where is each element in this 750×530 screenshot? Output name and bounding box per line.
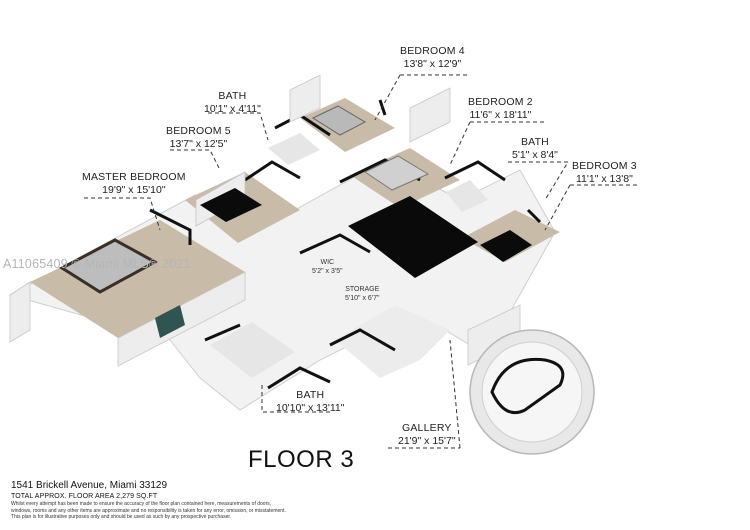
room-dimensions: 10'1" x 4'11" <box>204 103 261 115</box>
room-dimensions: 5'2" x 3'5" <box>312 268 343 275</box>
room-label-bedroom-2: BEDROOM 2 11'6" x 18'11" <box>468 96 533 122</box>
room-label-master-bedroom: MASTER BEDROOM 19'9" x 15'10" <box>82 171 186 197</box>
room-dimensions: 11'1" x 13'8" <box>576 173 633 185</box>
bath-2-floor <box>446 180 488 212</box>
room-dimensions: 13'8" x 12'9" <box>403 58 462 70</box>
room-name: STORAGE <box>345 286 380 293</box>
room-name: BEDROOM 2 <box>468 96 533 108</box>
bath-floor <box>268 133 320 165</box>
spiral-staircase <box>469 329 595 455</box>
room-dimensions: 21'9" x 15'7" <box>398 435 456 447</box>
total-floor-area: TOTAL APPROX. FLOOR AREA 2,279 SQ.FT <box>11 493 158 500</box>
master-bedroom-floor <box>30 220 245 338</box>
disclaimer-line-1: Whilst every attempt has been made to en… <box>11 501 272 507</box>
footer: 1541 Brickell Avenue, Miami 33129 TOTAL … <box>11 480 286 521</box>
hallway-dark-block <box>348 196 478 278</box>
room-label-master-bath: BATH 10'10" x 13'11" <box>276 389 345 415</box>
mls-watermark: A11065409 © Miami MLS® 2021 <box>3 257 191 271</box>
room-dimensions: 10'10" x 13'11" <box>276 402 345 414</box>
room-name: BEDROOM 4 <box>400 45 465 57</box>
bench <box>155 305 185 338</box>
room-label-gallery: GALLERY 21'9" x 15'7" <box>398 422 456 448</box>
room-name: WIC <box>320 259 335 266</box>
property-address: 1541 Brickell Avenue, Miami 33129 <box>11 480 168 491</box>
gallery-floor <box>335 305 450 378</box>
room-dimensions: 13'7" x 12'5" <box>169 138 228 150</box>
room-label-bedroom-4: BEDROOM 4 13'8" x 12'9" <box>400 45 465 71</box>
leader-lines <box>84 74 640 449</box>
room-name: MASTER BEDROOM <box>82 171 186 183</box>
room-name: BEDROOM 5 <box>166 125 231 137</box>
room-name: BEDROOM 3 <box>572 160 637 172</box>
floor-title: FLOOR 3 <box>248 446 355 473</box>
beds <box>59 105 532 294</box>
disclaimer-line-3: This plan is for illustrative purposes o… <box>11 514 232 520</box>
room-dimensions: 11'6" x 18'11" <box>469 109 532 121</box>
room-label-bedroom-3: BEDROOM 3 11'1" x 13'8" <box>572 160 637 186</box>
room-label-bedroom-5: BEDROOM 5 13'7" x 12'5" <box>166 125 231 151</box>
disclaimer-line-2: windows, rooms and any other items are a… <box>11 507 286 514</box>
room-label-storage: STORAGE 5'10" x 6'7" <box>345 285 380 303</box>
room-dimensions: 5'1" x 8'4" <box>512 149 558 161</box>
master-bath-floor <box>210 322 295 378</box>
room-dimensions: 19'9" x 15'10" <box>102 184 166 196</box>
room-label-bath-upper: BATH 10'1" x 4'11" <box>204 90 261 116</box>
room-name: BATH <box>218 90 247 102</box>
room-dimensions: 5'10" x 6'7" <box>345 295 380 302</box>
room-label-wic: WIC 5'2" x 3'5" <box>312 258 343 276</box>
room-name: BATH <box>520 136 549 148</box>
room-name: BATH <box>296 389 325 401</box>
room-label-bath-right: BATH 5'1" x 8'4" <box>512 136 558 162</box>
room-name: GALLERY <box>401 422 452 434</box>
